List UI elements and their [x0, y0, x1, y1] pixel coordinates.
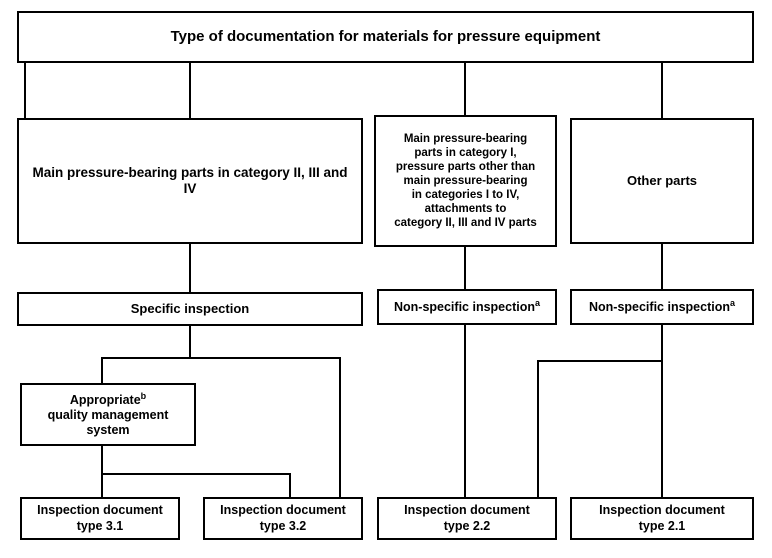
- node-inspection-document-3-2-label: Inspection document type 3.2: [220, 503, 346, 533]
- node-inspection-document-3-2: Inspection document type 3.2: [203, 497, 363, 540]
- footnote-marker-a-left: a: [534, 298, 540, 309]
- node-non-specific-inspection-left-label: Non-specific inspectiona: [393, 298, 540, 315]
- connector-bus-to-doc22-right: [537, 360, 539, 497]
- connector-bus-to-doc32: [339, 357, 341, 497]
- connector-nonspecific-right-bus: [537, 360, 663, 362]
- connector-nonspecific-to-doc22: [464, 325, 466, 497]
- connector-qms-down: [101, 446, 103, 473]
- connector-title-stub-mid: [189, 62, 191, 118]
- node-title-label: Type of documentation for materials for …: [170, 27, 601, 45]
- node-other-parts: Other parts: [570, 118, 754, 244]
- node-main-parts-category-i-label: Main pressure-bearing parts in category …: [394, 132, 537, 230]
- node-main-parts-category-i: Main pressure-bearing parts in category …: [374, 115, 557, 247]
- connector-other-to-nonspecific: [661, 244, 663, 289]
- node-inspection-document-2-1-label: Inspection document type 2.1: [599, 503, 725, 533]
- node-inspection-document-3-1-label: Inspection document type 3.1: [37, 503, 163, 533]
- node-non-specific-inspection-right: Non-specific inspectiona: [570, 289, 754, 325]
- footnote-marker-b: b: [140, 390, 147, 401]
- node-specific-inspection-label: Specific inspection: [130, 301, 250, 317]
- connector-main-to-specific: [189, 244, 191, 292]
- connector-qms-to-doc32: [289, 473, 291, 497]
- node-inspection-document-2-2-label: Inspection document type 2.2: [404, 503, 530, 533]
- connector-qms-bus: [101, 473, 291, 475]
- node-non-specific-inspection-left: Non-specific inspectiona: [377, 289, 557, 325]
- connector-bus-to-qms: [101, 357, 103, 383]
- connector-qms-to-doc31: [101, 473, 103, 497]
- connector-title-stub-left: [24, 62, 26, 118]
- node-main-parts-category-ii-iii-iv: Main pressure-bearing parts in category …: [17, 118, 363, 244]
- connector-nonspecific-right-down: [661, 325, 663, 360]
- node-inspection-document-2-1: Inspection document type 2.1: [570, 497, 754, 540]
- connector-title-stub-main-i: [464, 62, 466, 115]
- connector-title-stub-other: [661, 62, 663, 118]
- node-inspection-document-3-1: Inspection document type 3.1: [20, 497, 180, 540]
- node-specific-inspection: Specific inspection: [17, 292, 363, 326]
- connector-specific-bus: [101, 357, 341, 359]
- node-non-specific-inspection-right-label: Non-specific inspectiona: [588, 298, 735, 315]
- node-other-parts-label: Other parts: [626, 173, 698, 189]
- connector-bus-to-doc21: [661, 360, 663, 497]
- node-title: Type of documentation for materials for …: [17, 11, 754, 63]
- node-inspection-document-2-2: Inspection document type 2.2: [377, 497, 557, 540]
- node-main-parts-category-ii-iii-iv-label: Main pressure-bearing parts in category …: [32, 164, 348, 196]
- connector-specific-down: [189, 326, 191, 357]
- footnote-marker-a-right: a: [729, 298, 735, 309]
- connector-maini-to-nonspecific: [464, 247, 466, 289]
